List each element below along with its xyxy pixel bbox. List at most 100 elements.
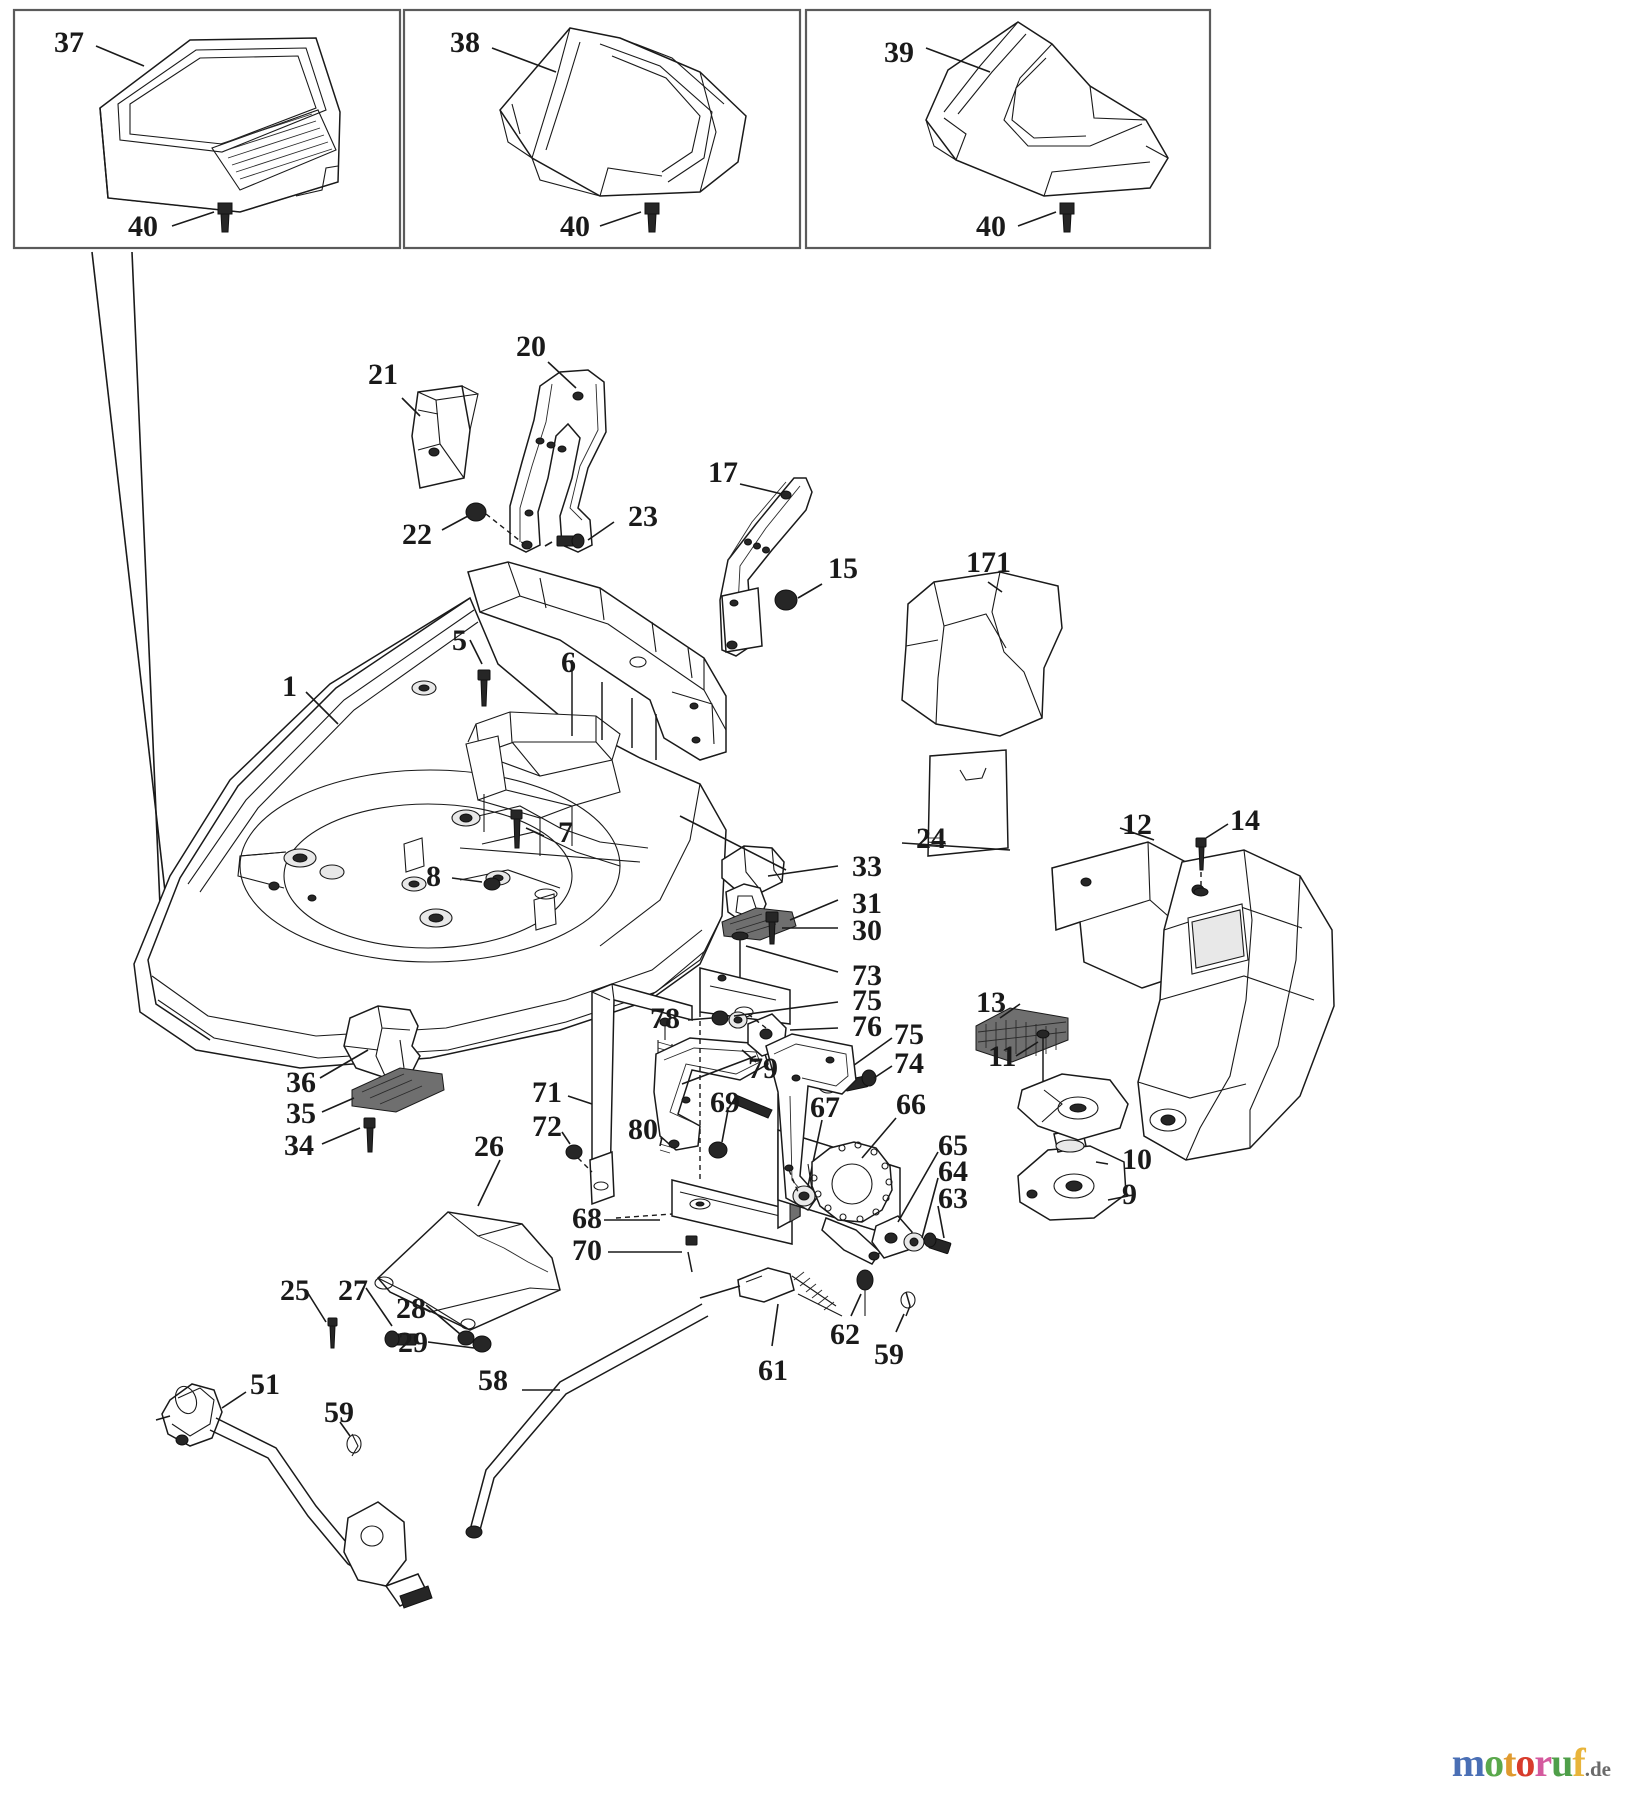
callout-5: 5: [452, 624, 467, 657]
part-67-pivot-lever: [765, 1033, 857, 1211]
callout-9: 9: [1122, 1178, 1137, 1211]
callout-71: 71: [532, 1076, 562, 1109]
callout-33: 33: [852, 850, 882, 883]
callout-30: 30: [852, 914, 882, 947]
callout-80: 80: [628, 1113, 658, 1146]
watermark-letter-o1: o: [1484, 1740, 1504, 1785]
callout-38: 38: [450, 26, 480, 59]
panel-borders: [12, 8, 1212, 250]
callout-34: 34: [284, 1129, 314, 1162]
watermark-letter-r: r: [1534, 1740, 1552, 1785]
part-39-engine-cover: [925, 21, 1169, 197]
callout-40-panel1: 40: [128, 210, 158, 243]
part-34-wear-plate-screw: [321, 1117, 376, 1153]
callout-26: 26: [474, 1130, 504, 1163]
watermark-letter-u: u: [1551, 1740, 1573, 1785]
callout-14: 14: [1230, 804, 1260, 837]
part-9-blade-boss: [1017, 1073, 1129, 1221]
part-51-height-lever-arm: [155, 1383, 433, 1609]
callout-29: 29: [398, 1326, 428, 1359]
callout-27: 27: [338, 1274, 368, 1307]
watermark-letter-f: f: [1572, 1740, 1585, 1785]
callout-79: 79: [748, 1052, 778, 1085]
part-8-deck-bolt: [451, 877, 501, 891]
part-26-rear-baffle: [374, 1159, 561, 1331]
callout-67: 67: [810, 1091, 840, 1124]
callout-28: 28: [396, 1292, 426, 1325]
callout-11: 11: [988, 1040, 1017, 1073]
callout-8: 8: [426, 860, 441, 893]
part-35-wear-plate: [321, 1067, 445, 1113]
watermark-letter-o2: o: [1515, 1740, 1535, 1785]
part-36-height-adjust-bracket: [319, 1005, 421, 1079]
part-65-lever-link: [871, 1151, 952, 1259]
callout-6: 6: [561, 646, 576, 679]
callout-68: 68: [572, 1202, 602, 1235]
part-23-bolt: [544, 521, 615, 549]
part-71-support-strut: [561, 983, 693, 1206]
misc-leaders: [679, 815, 787, 1180]
part-15-handle-knob: [774, 583, 823, 611]
callout-61: 61: [758, 1354, 788, 1387]
part-20-handle-bracket-left: [509, 361, 607, 553]
part-58-height-adjust-rod: [465, 1303, 709, 1539]
callout-31: 31: [852, 887, 882, 920]
part-21-bracket-cap: [401, 385, 479, 489]
callout-39: 39: [884, 36, 914, 69]
callout-65: 65: [938, 1129, 968, 1162]
callout-15: 15: [828, 552, 858, 585]
part-59-split-pin-right: [895, 1291, 916, 1333]
callout-63: 63: [938, 1182, 968, 1215]
part-25-baffle-screw: [305, 1289, 338, 1349]
part-62-spring-anchor-pin: [850, 1269, 874, 1317]
panel-to-deck-leaders: [91, 251, 167, 907]
callout-171: 171: [966, 546, 1011, 579]
callout-66: 66: [896, 1088, 926, 1121]
part-78-bushing-nut: [687, 1010, 748, 1029]
callout-72: 72: [532, 1110, 562, 1143]
part-40-screw-panel3: [1017, 202, 1075, 233]
watermark-letter-t: t: [1503, 1740, 1516, 1785]
callout-25: 25: [280, 1274, 310, 1307]
part-29-baffle-nut: [427, 1335, 492, 1353]
part-12-rear-guard-panel: [1051, 827, 1335, 1161]
callout-24: 24: [916, 822, 946, 855]
part-59-split-pin-left: [339, 1421, 362, 1457]
part-30-clamp-screw: [765, 911, 838, 945]
callout-7: 7: [558, 816, 573, 849]
callout-70: 70: [572, 1234, 602, 1267]
callout-40-panel3: 40: [976, 210, 1006, 243]
callout-21: 21: [368, 358, 398, 391]
part-40-screw-panel1: [171, 202, 233, 233]
part-27-baffle-bolt: [365, 1287, 417, 1348]
part-69-clevis-pin: [708, 1094, 773, 1159]
part-28-baffle-washer: [425, 1304, 475, 1346]
callout-69: 69: [710, 1086, 740, 1119]
part-171-handle-cover: [901, 571, 1063, 737]
watermark-letter-m: m: [1451, 1740, 1485, 1785]
callout-35: 35: [286, 1097, 316, 1130]
part-1-mower-deck: [133, 561, 727, 1069]
callout-37: 37: [54, 26, 84, 59]
callout-76: 76: [852, 1010, 882, 1043]
callout-40-panel2: 40: [560, 210, 590, 243]
motoruf-watermark: motoruf.de: [1452, 1739, 1611, 1786]
part-7-deck-bracket: [510, 809, 545, 849]
part-24-rear-flap-plate: [901, 749, 1011, 857]
callout-36: 36: [286, 1066, 316, 1099]
callout-17: 17: [708, 456, 738, 489]
callout-51: 51: [250, 1368, 280, 1401]
callout-12: 12: [1122, 808, 1152, 841]
callout-13: 13: [976, 986, 1006, 1019]
part-14-guard-screw: [1193, 823, 1229, 897]
part-61-return-spring: [699, 1267, 843, 1347]
part-37-engine-cover: [95, 37, 341, 213]
callout-22: 22: [402, 518, 432, 551]
part-6-deck-pin: [571, 660, 657, 760]
callout-74: 74: [894, 1047, 924, 1080]
callout-1: 1: [282, 670, 297, 703]
callout-64: 64: [938, 1155, 968, 1188]
watermark-suffix: .de: [1584, 1757, 1611, 1781]
callout-78: 78: [650, 1002, 680, 1035]
